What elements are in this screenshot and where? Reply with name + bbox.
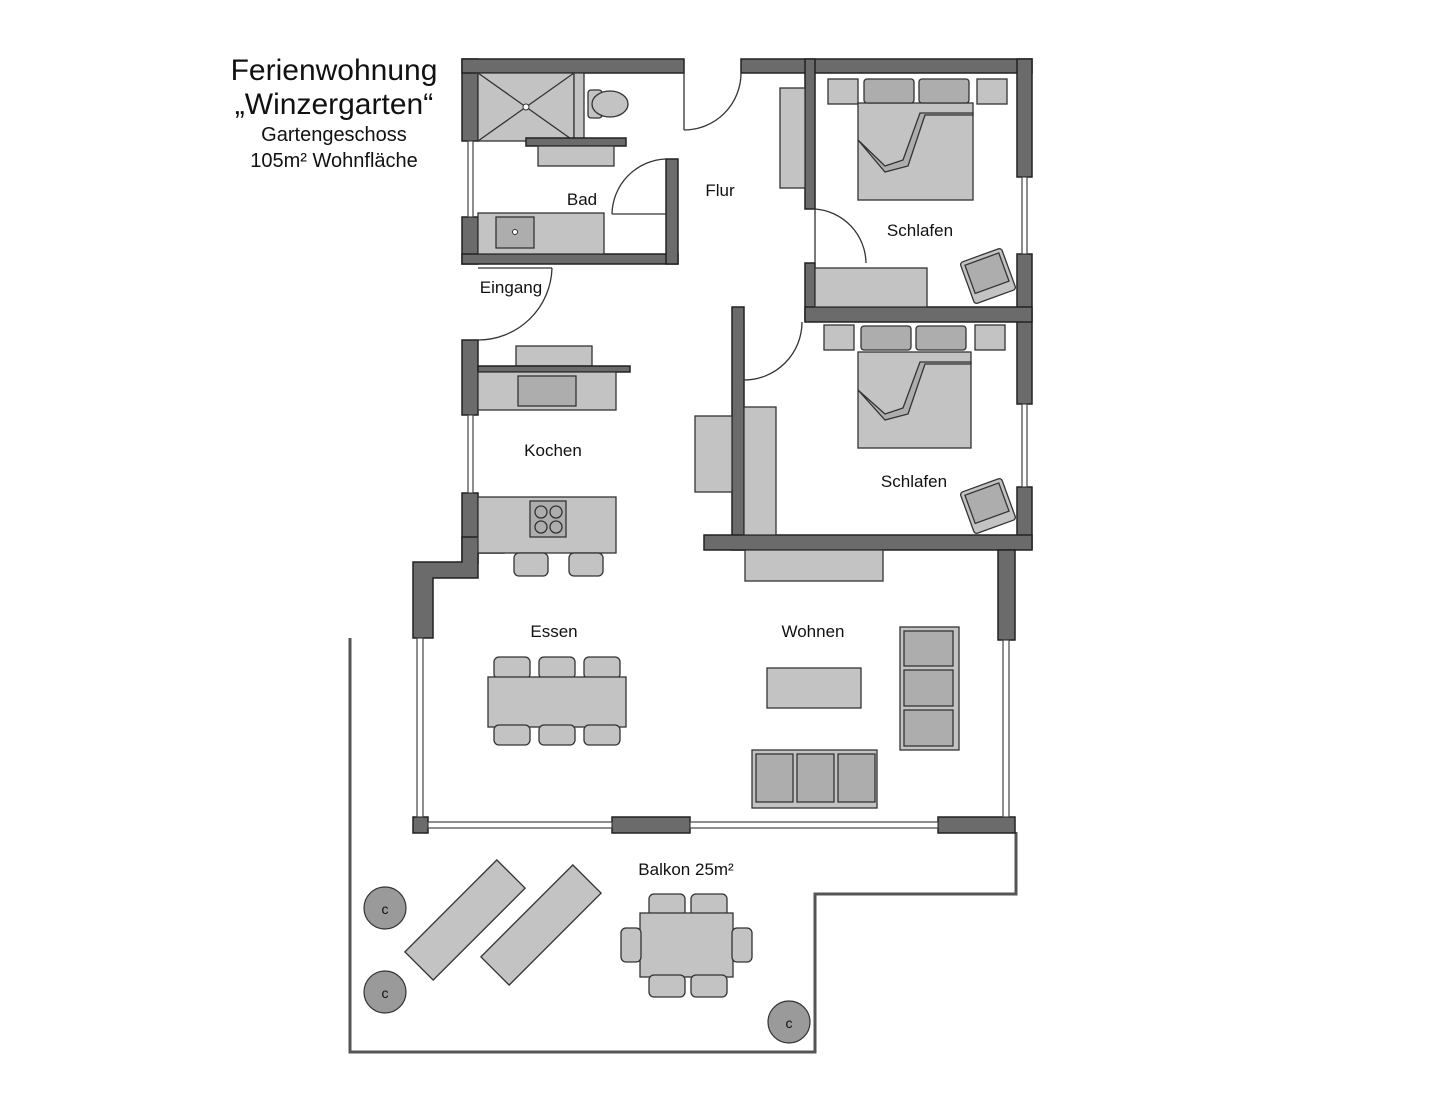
room-label-kochen: Kochen [524,441,582,460]
bedroom-1-furniture [779,78,1017,308]
room-label-eingang: Eingang [480,278,542,297]
plant-3: c [767,1000,811,1044]
svg-text:c: c [786,1015,793,1031]
room-label-bad: Bad [567,190,597,209]
room-label-essen: Essen [530,622,577,641]
room-label-wohnen: Wohnen [781,622,844,641]
plan-floor: Gartengeschoss [261,124,407,146]
living-furniture [744,549,960,809]
room-label-schlafen-1: Schlafen [887,221,953,240]
doors [477,72,867,381]
plant-1: c [363,886,407,930]
svg-text:c: c [382,901,389,917]
bathroom-fixtures [477,72,629,255]
plan-title: Ferienwohnung [230,54,438,87]
balcony-outline [348,638,1018,1054]
room-label-balkon: Balkon 25m² [638,860,734,879]
balcony-furniture [403,858,753,998]
dining-furniture [487,656,627,746]
bedroom-2-furniture [694,324,1017,536]
room-label-schlafen-2: Schlafen [881,472,947,491]
plan-name: „Winzergarten“ [234,88,434,121]
windows [416,140,1028,829]
plan-area: 105m² Wohnfläche [250,150,418,172]
plant-2: c [363,970,407,1014]
plan-title-block: Ferienwohnung „Winzergarten“ Gartengesch… [208,54,460,174]
svg-text:c: c [382,985,389,1001]
room-label-flur: Flur [705,181,735,200]
kitchen-fixtures [477,345,631,577]
